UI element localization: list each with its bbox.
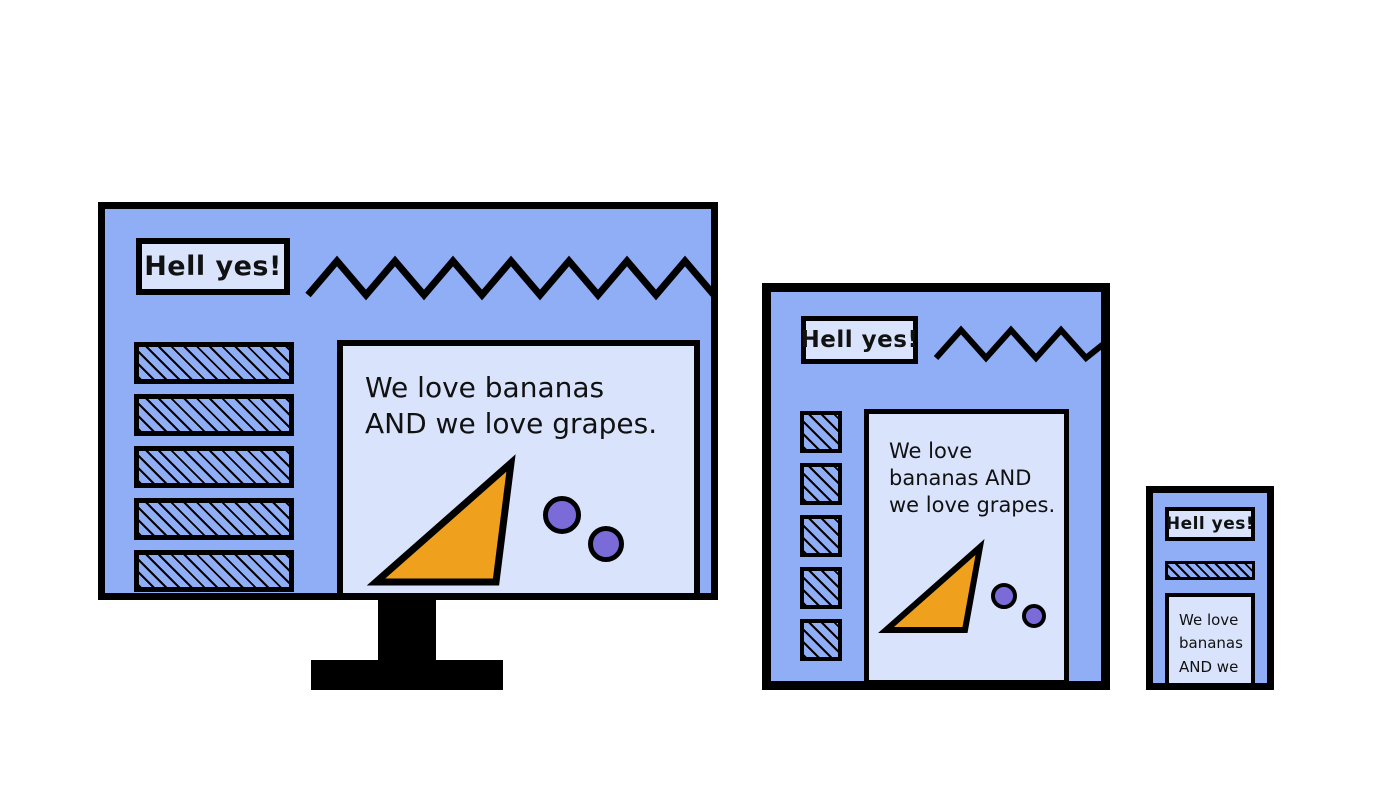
mobile-title-badge-label: Hell yes! xyxy=(1165,514,1255,534)
tablet-sidebar-item-2[interactable] xyxy=(800,463,842,505)
tablet-sidebar-item-5[interactable] xyxy=(800,619,842,661)
desktop-sidebar-item-4[interactable] xyxy=(134,498,294,540)
tablet-zigzag-icon xyxy=(933,325,1101,363)
desktop-title-badge[interactable]: Hell yes! xyxy=(136,238,290,295)
tablet-sidebar-item-1[interactable] xyxy=(800,411,842,453)
mobile-title-badge[interactable]: Hell yes! xyxy=(1165,507,1255,541)
desktop-purple-circle-1 xyxy=(543,496,581,534)
tablet-screen: Hell yes! We love bananas AND we love gr… xyxy=(771,292,1101,681)
tablet-purple-circle-1 xyxy=(991,583,1017,609)
mobile-content-card: We love bananas AND we xyxy=(1165,593,1255,683)
desktop-zigzag-icon xyxy=(305,255,711,301)
desktop-purple-circle-2 xyxy=(588,526,624,562)
desktop-stand-base xyxy=(311,660,503,690)
tablet-sidebar-item-4[interactable] xyxy=(800,567,842,609)
desktop-sidebar-item-1[interactable] xyxy=(134,342,294,384)
tablet-orange-triangle-icon xyxy=(878,539,985,633)
tablet-sidebar-item-3[interactable] xyxy=(800,515,842,557)
device-desktop-monitor: Hell yes! We love bananas AND we love gr… xyxy=(98,202,718,600)
mobile-screen: Hell yes! We love bananas AND we xyxy=(1153,493,1267,683)
tablet-title-badge[interactable]: Hell yes! xyxy=(801,316,918,364)
mobile-sidebar-item-1[interactable] xyxy=(1165,561,1255,580)
device-tablet: Hell yes! We love bananas AND we love gr… xyxy=(762,283,1110,690)
desktop-title-badge-label: Hell yes! xyxy=(144,251,282,282)
mobile-content-text: We love bananas AND we xyxy=(1179,611,1243,676)
desktop-screen: Hell yes! We love bananas AND we love gr… xyxy=(105,209,711,593)
desktop-stand-neck xyxy=(378,600,436,662)
tablet-content-text: We love bananas AND we love grapes. xyxy=(889,439,1056,517)
tablet-content-card: We love bananas AND we love grapes. xyxy=(864,409,1069,681)
device-mobile-phone: Hell yes! We love bananas AND we xyxy=(1146,486,1274,690)
desktop-sidebar-item-3[interactable] xyxy=(134,446,294,488)
desktop-content-text: We love bananas AND we love grapes. xyxy=(365,371,658,440)
desktop-orange-triangle-icon xyxy=(366,454,516,586)
desktop-content-card: We love bananas AND we love grapes. xyxy=(337,340,700,593)
tablet-title-badge-label: Hell yes! xyxy=(800,327,919,353)
desktop-sidebar-item-5[interactable] xyxy=(134,550,294,592)
desktop-sidebar-item-2[interactable] xyxy=(134,394,294,436)
tablet-purple-circle-2 xyxy=(1022,604,1046,628)
